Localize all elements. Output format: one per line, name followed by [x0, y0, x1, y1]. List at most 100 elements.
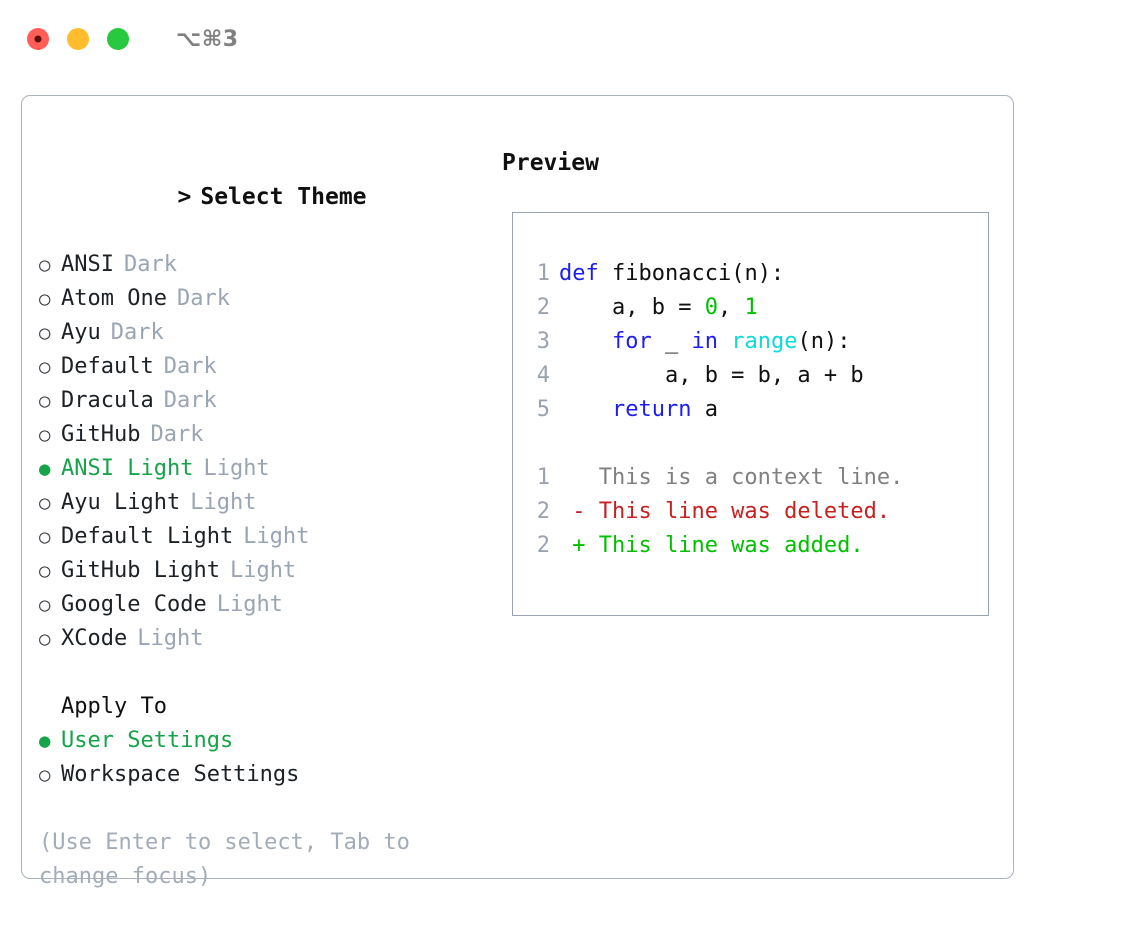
- code-line: 5 return a: [513, 393, 988, 427]
- code-token-num: 0: [704, 295, 718, 320]
- diff-line: 2 - This line was deleted.: [513, 495, 988, 529]
- apply-to-option-label: User Settings: [61, 728, 234, 753]
- diff-line-content: - This line was deleted.: [559, 499, 891, 524]
- theme-option-kind-badge: Light: [190, 490, 257, 515]
- theme-option-dracula[interactable]: ○ Dracula Dark: [39, 384, 502, 418]
- radio-unselected-icon[interactable]: ○: [39, 628, 51, 650]
- code-token-plain: [559, 329, 612, 354]
- radio-unselected-icon[interactable]: ○: [39, 764, 51, 786]
- radio-unselected-icon[interactable]: ○: [39, 322, 51, 344]
- apply-to-heading: Apply To: [61, 694, 167, 719]
- theme-option-label: Dracula: [61, 388, 154, 413]
- code-line-number: 5: [536, 397, 550, 422]
- theme-option-label: GitHub Light: [61, 558, 220, 583]
- radio-selected-icon[interactable]: ●: [39, 458, 51, 480]
- diff-line: 1 This is a context line.: [513, 461, 988, 495]
- theme-option-kind-badge: Light: [229, 558, 297, 583]
- code-line-content: return a: [559, 393, 718, 427]
- apply-to-option-workspace-settings[interactable]: ○ Workspace Settings: [39, 758, 502, 792]
- code-token-plain: (n):: [797, 329, 851, 354]
- code-token-plain: fibonacci(n):: [598, 261, 785, 286]
- theme-option-kind-badge: Dark: [163, 388, 217, 413]
- radio-unselected-icon[interactable]: ○: [39, 424, 51, 446]
- code-token-num: 1: [744, 295, 758, 320]
- code-line: 4 a, b = b, a + b: [513, 359, 988, 393]
- diff-line-content: + This line was added.: [559, 533, 864, 558]
- theme-option-ayu[interactable]: ○ Ayu Dark: [39, 316, 502, 350]
- theme-option-kind-badge: Dark: [176, 286, 230, 311]
- code-token-kw: def: [559, 261, 599, 286]
- radio-unselected-icon[interactable]: ○: [39, 288, 51, 310]
- theme-option-label: GitHub: [61, 422, 141, 447]
- code-token-plain: [718, 329, 731, 354]
- apply-to-option-user-settings[interactable]: ● User Settings: [39, 724, 502, 758]
- keyboard-hint-text: (Use Enter to select, Tab to change focu…: [39, 830, 410, 889]
- code-token-plain: a, b =: [559, 295, 705, 320]
- code-token-kw: for: [611, 329, 652, 354]
- keyboard-shortcut-label: ⌥⌘3: [176, 26, 239, 52]
- radio-unselected-icon[interactable]: ○: [39, 492, 51, 514]
- theme-option-github-light[interactable]: ○ GitHub Light Light: [39, 554, 502, 588]
- select-theme-heading-label: Select Theme: [200, 184, 367, 210]
- radio-unselected-icon[interactable]: ○: [39, 390, 51, 412]
- code-token-plain: a: [691, 397, 718, 422]
- theme-option-kind-badge: Dark: [163, 354, 217, 379]
- diff-line-content: This is a context line.: [559, 465, 904, 490]
- close-window-button[interactable]: [27, 28, 49, 50]
- code-token-plain: a, b = b, a + b: [559, 363, 864, 388]
- code-line: 3 for _ in range(n):: [513, 325, 988, 359]
- code-token-plain: _: [651, 329, 692, 354]
- radio-unselected-icon[interactable]: ○: [39, 560, 51, 582]
- code-line-content: a, b = b, a + b: [559, 359, 864, 393]
- theme-option-kind-badge: Light: [243, 524, 310, 549]
- theme-option-label: XCode: [61, 626, 128, 651]
- theme-option-kind-badge: Dark: [123, 252, 177, 277]
- radio-unselected-icon[interactable]: ○: [39, 594, 51, 616]
- code-token-kw: in: [691, 329, 718, 354]
- apply-to-option-label: Workspace Settings: [61, 762, 300, 787]
- traffic-light-group: [27, 28, 129, 50]
- radio-selected-icon[interactable]: ●: [39, 730, 51, 752]
- radio-unselected-icon[interactable]: ○: [39, 254, 51, 276]
- radio-unselected-icon[interactable]: ○: [39, 356, 51, 378]
- apply-to-list: ● User Settings ○ Workspace Settings: [39, 724, 502, 792]
- minimize-window-button[interactable]: [67, 28, 89, 50]
- code-token-kw: return: [611, 397, 692, 422]
- code-token-plain: ,: [717, 295, 745, 320]
- maximize-window-button[interactable]: [107, 28, 129, 50]
- code-diff-spacer: [513, 427, 988, 461]
- code-line-content: def fibonacci(n):: [559, 257, 784, 291]
- radio-unselected-icon[interactable]: ○: [39, 526, 51, 548]
- theme-option-label: Ayu: [61, 320, 101, 345]
- code-line-content: for _ in range(n):: [559, 325, 850, 359]
- window-titlebar: ⌥⌘3: [0, 0, 1140, 78]
- code-line-number: 1: [536, 261, 550, 286]
- code-token-fn: range: [731, 329, 798, 354]
- caret-icon: >: [177, 184, 192, 210]
- diff-sample: 1 This is a context line.2 - This line w…: [513, 461, 988, 563]
- theme-option-kind-badge: Dark: [110, 320, 164, 345]
- code-line-content: a, b = 0, 1: [559, 291, 758, 325]
- diff-line-number: 2: [536, 533, 550, 558]
- diff-line: 2 + This line was added.: [513, 529, 988, 563]
- theme-option-label: Google Code: [61, 592, 207, 617]
- code-line-number: 4: [536, 363, 550, 388]
- code-token-plain: [559, 397, 612, 422]
- code-line-number: 2: [536, 295, 550, 320]
